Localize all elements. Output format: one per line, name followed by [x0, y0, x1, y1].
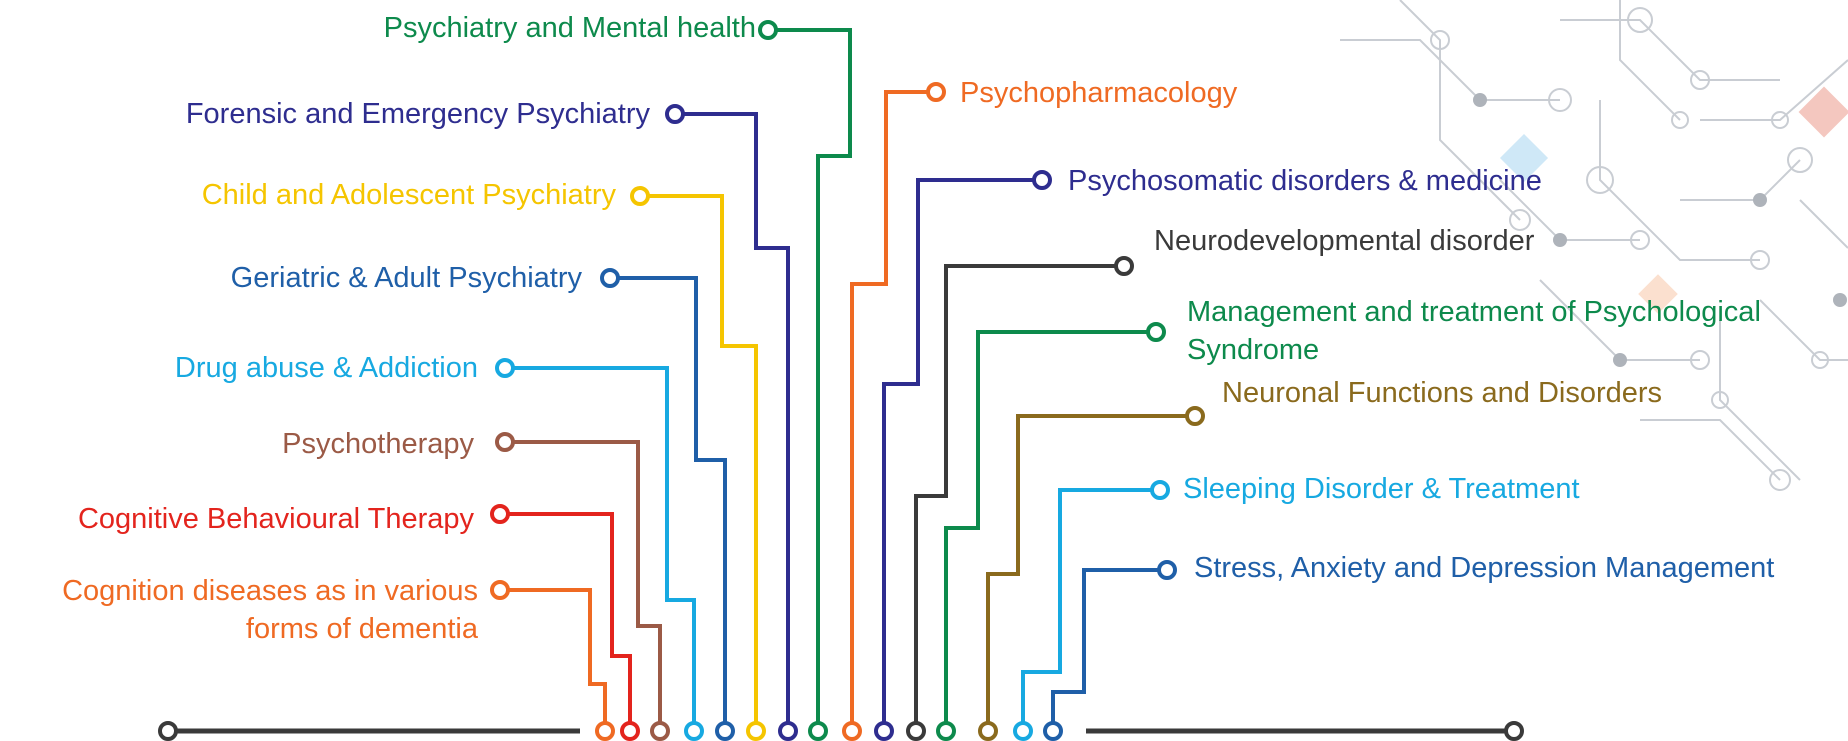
circuit-node — [1627, 7, 1653, 33]
wire-psychopharmacology-end-node — [926, 82, 946, 102]
wire-psychopharmacology-base-node — [842, 721, 862, 741]
circuit-node — [1769, 469, 1791, 491]
topic-forensic-emergency-psychiatry: Forensic and Emergency Psychiatry — [185, 98, 650, 130]
circuit-dot — [1613, 353, 1627, 367]
wire-neurodevelopmental — [914, 264, 1124, 731]
wire-management-syndrome-end-node — [1146, 322, 1166, 342]
wire-management-syndrome — [944, 330, 1156, 731]
wire-psychiatry-mental-health — [768, 28, 852, 731]
circuit-node — [1671, 111, 1689, 129]
wire-neuronal-functions-end-node — [1185, 406, 1205, 426]
circuit-node — [1750, 250, 1770, 270]
wire-neurodevelopmental-end-node — [1114, 256, 1134, 276]
wire-drug-abuse-base-node — [684, 721, 704, 741]
circuit-node — [1711, 391, 1729, 409]
circuit-node — [1690, 70, 1710, 90]
wire-cognition-diseases-base-node — [595, 721, 615, 741]
wire-sleeping-disorder — [1021, 488, 1160, 731]
baseline-right-end-node — [1504, 721, 1524, 741]
circuit-node — [1630, 230, 1650, 250]
circuit-dot — [1553, 233, 1567, 247]
connector-nodes — [158, 20, 1524, 741]
circuit-trace — [1340, 39, 1560, 101]
wire-forensic-emergency — [675, 112, 790, 731]
wire-sleeping-disorder-base-node — [1013, 721, 1033, 741]
wire-psychotherapy-base-node — [650, 721, 670, 741]
baseline-left-end-node — [158, 721, 178, 741]
wire-cognitive-behavioural-therapy-base-node — [620, 721, 640, 741]
topic-cognitive-behavioural-therapy: Cognitive Behavioural Therapy — [77, 503, 474, 535]
circuit-node — [1430, 30, 1450, 50]
wire-neurodevelopmental-base-node — [906, 721, 926, 741]
wire-geriatric-adult — [610, 276, 727, 731]
wire-drug-abuse-end-node — [495, 358, 515, 378]
topic-child-adolescent-psychiatry: Child and Adolescent Psychiatry — [201, 179, 616, 211]
topic-psychosomatic-disorders: Psychosomatic disorders & medicine — [1068, 165, 1542, 197]
wire-child-adolescent-end-node — [630, 186, 650, 206]
wire-psychotherapy-end-node — [495, 432, 515, 452]
wire-psychosomatic — [882, 178, 1042, 731]
circuit-dot — [1833, 293, 1847, 307]
circuit-node — [1586, 166, 1614, 194]
decor-diamond-pink — [1798, 86, 1848, 138]
wire-forensic-emergency-end-node — [665, 104, 685, 124]
topic-psychiatry-mental-health: Psychiatry and Mental health — [383, 12, 756, 44]
wire-forensic-emergency-base-node — [778, 721, 798, 741]
circuit-dot — [1473, 93, 1487, 107]
circuit-dot — [1753, 193, 1767, 207]
wire-child-adolescent — [640, 194, 758, 731]
circuit-node — [1548, 88, 1572, 112]
circuit-node — [1811, 351, 1829, 369]
wire-psychiatry-mental-health-end-node — [758, 20, 778, 40]
circuit-trace — [1399, 0, 1521, 221]
wire-psychosomatic-end-node — [1032, 170, 1052, 190]
wire-stress-anxiety-end-node — [1157, 560, 1177, 580]
topic-psychopharmacology: Psychopharmacology — [960, 77, 1238, 109]
topic-management-psychological-syndrome: Management and treatment of Psychologica… — [1187, 296, 1761, 366]
wire-stress-anxiety — [1051, 568, 1167, 731]
circuit-trace — [1799, 199, 1848, 249]
circuit-trace — [1719, 320, 1801, 481]
topic-stress-anxiety-depression: Stress, Anxiety and Depression Managemen… — [1194, 552, 1775, 584]
wire-cognitive-behavioural-therapy — [500, 512, 632, 731]
wire-psychotherapy — [505, 440, 662, 731]
circuit-trace — [1560, 19, 1780, 81]
circuit-trace — [1599, 100, 1760, 261]
wire-psychosomatic-base-node — [874, 721, 894, 741]
topic-neuronal-functions-disorders: Neuronal Functions and Disorders — [1222, 377, 1663, 409]
wire-neuronal-functions-base-node — [978, 721, 998, 741]
circuit-trace — [1759, 299, 1848, 361]
wire-child-adolescent-base-node — [746, 721, 766, 741]
circuit-trace — [1680, 159, 1801, 201]
circuit-trace — [1619, 0, 1681, 121]
topic-sleeping-disorder-treatment: Sleeping Disorder & Treatment — [1183, 473, 1580, 505]
wire-sleeping-disorder-end-node — [1150, 480, 1170, 500]
topic-psychotherapy: Psychotherapy — [282, 428, 474, 460]
topic-neurodevelopmental-disorder: Neurodevelopmental disorder — [1154, 225, 1535, 257]
circuit-node — [1690, 350, 1710, 370]
topic-geriatric-adult-psychiatry: Geriatric & Adult Psychiatry — [230, 262, 582, 294]
wire-psychopharmacology — [850, 90, 936, 731]
wire-cognitive-behavioural-therapy-end-node — [490, 504, 510, 524]
connector-lines — [500, 28, 1195, 731]
circuit-node — [1771, 111, 1789, 129]
circuit-trace — [1640, 419, 1781, 481]
wire-stress-anxiety-base-node — [1043, 721, 1063, 741]
circuit-node — [1509, 209, 1531, 231]
topic-cognition-diseases-dementia: Cognition diseases as in various forms o… — [62, 575, 478, 645]
circuit-trace — [1700, 59, 1848, 121]
wire-geriatric-adult-base-node — [715, 721, 735, 741]
topic-drug-abuse-addiction: Drug abuse & Addiction — [174, 352, 478, 384]
wire-management-syndrome-base-node — [936, 721, 956, 741]
wire-geriatric-adult-end-node — [600, 268, 620, 288]
wire-cognition-diseases-end-node — [490, 580, 510, 600]
wire-cognition-diseases — [500, 588, 607, 731]
wire-psychiatry-mental-health-base-node — [808, 721, 828, 741]
wire-drug-abuse — [505, 366, 696, 731]
circuit-node — [1787, 147, 1813, 173]
wire-neuronal-functions — [986, 414, 1195, 731]
